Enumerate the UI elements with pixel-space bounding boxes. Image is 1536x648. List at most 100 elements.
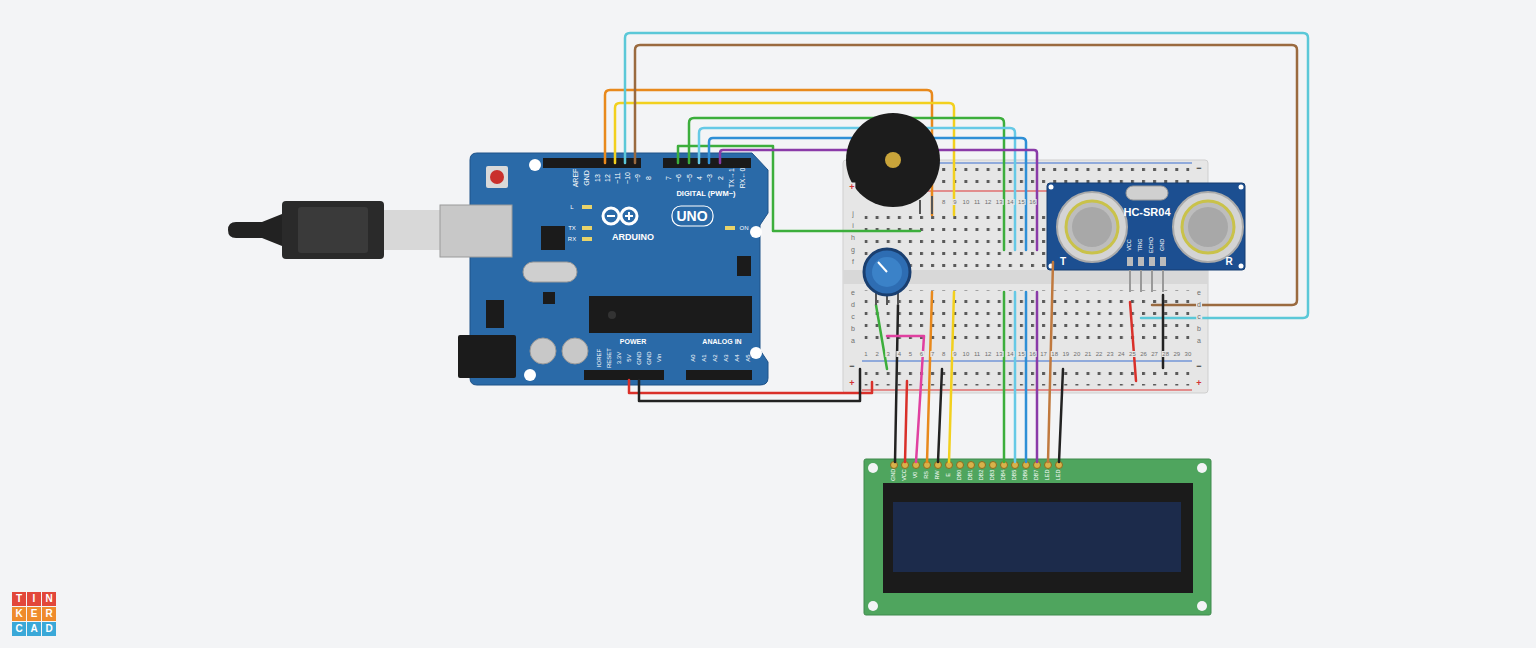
wire [629,380,872,393]
pin-label: ~5 [686,174,693,182]
row-letter: e [1196,289,1202,296]
pin-label: ~11 [614,172,621,183]
logo-letter: K [15,609,22,619]
side-label: T [1060,257,1066,267]
column-number: 18 [1050,351,1059,357]
wire [1130,302,1136,381]
lcd-display: GNDVCCV0RSRWEDB0DB1DB2DB3DB4DB5DB6DB7LED… [864,459,1211,615]
column-number: 25 [1128,351,1137,357]
pin-label: RW [935,470,941,479]
pin-label: A2 [712,354,718,361]
pin-label: GND [891,469,897,481]
logo-tiles [12,592,56,636]
logo-letter: D [45,624,52,634]
wire [689,118,1004,462]
model-label: HC-SR04 [1123,207,1170,218]
row-letter: d [1196,301,1202,308]
row-letter: b [850,325,856,332]
wire [1162,295,1165,368]
pin-label: DB3 [990,470,996,481]
arduino-board [458,153,768,385]
wire [887,336,924,462]
pin-label: E [946,473,952,477]
logo-letter: C [15,624,22,634]
row-letter: a [850,337,856,344]
side-label: R [1225,257,1232,267]
column-number: 26 [1139,351,1148,357]
usb-cable [228,201,512,259]
pin-label: A3 [723,354,729,361]
row-letter: c [1196,313,1202,320]
wire [615,103,954,462]
row-letter: e [850,289,856,296]
pin-label: A5 [745,354,751,361]
column-number: 19 [1061,351,1070,357]
pin-label: LED [1045,470,1051,481]
wire [635,45,1297,305]
column-number: 11 [973,199,981,205]
pin-label: RESET [606,348,612,368]
pin-label: A1 [701,354,707,361]
pin-label: DB7 [1034,470,1040,481]
pin-label: 2 [717,176,724,180]
column-number: 23 [1106,351,1115,357]
pin-label: RS [924,471,930,479]
row-letter: f [851,258,855,265]
row-letter: h [850,234,856,241]
row-letter: c [850,313,856,320]
pin-label: ~9 [634,174,641,182]
pin-label: DB6 [1023,470,1029,481]
column-number: 14 [1006,199,1015,205]
wire [895,305,898,462]
piezo-buzzer [846,113,940,214]
column-number: 28 [1161,351,1170,357]
led-label: TX [568,225,576,231]
logo-letter: T [16,594,22,604]
header-title: ANALOG IN [702,338,741,345]
header-title: DIGITAL (PWM~) [676,190,735,198]
pin-label: GND [583,170,590,186]
pin-label: DB1 [968,470,974,481]
pin-pad [979,462,986,469]
rail-sign: − [1195,164,1202,173]
pin-label: LED [1056,470,1062,481]
column-number: 16 [1028,199,1037,205]
ultrasonic-sensor: HC-SR04VCCTRIGECHOGNDTR [1047,183,1245,270]
logo-letter: R [45,609,52,619]
wire [639,369,860,401]
column-number: 10 [962,351,971,357]
column-number: 15 [1017,351,1026,357]
pin-label: IOREF [596,349,602,367]
pin-label: GND [646,351,652,364]
column-number: 11 [973,351,981,357]
row-letter: b [1196,325,1202,332]
pin-label: ~10 [624,172,631,184]
pin-label: DB2 [979,470,985,481]
column-number: 7 [930,351,935,357]
column-number: 9 [952,351,957,357]
pin-label: ~3 [706,174,713,182]
led-label: ON [740,225,749,231]
led-label: RX [568,236,576,242]
pin-label: A0 [690,354,696,361]
pin-label: ECHO [1149,237,1155,253]
column-number: 5 [908,351,913,357]
pin-label: 5V [626,354,632,361]
pin-pad [957,462,964,469]
pin-label: 4 [696,176,703,180]
column-number: 6 [919,351,924,357]
column-number: 1 [863,351,868,357]
pin-label: DB0 [957,470,963,481]
column-number: 2 [874,351,879,357]
pin-pad [968,462,975,469]
rail-sign: + [1195,379,1202,388]
column-number: 17 [1039,351,1048,357]
pin-label: Vin [656,354,662,363]
column-number: 10 [962,199,971,205]
wire [1048,262,1053,462]
column-number: 14 [1006,351,1015,357]
rail-sign: + [848,379,855,388]
row-letter: i [851,222,855,229]
